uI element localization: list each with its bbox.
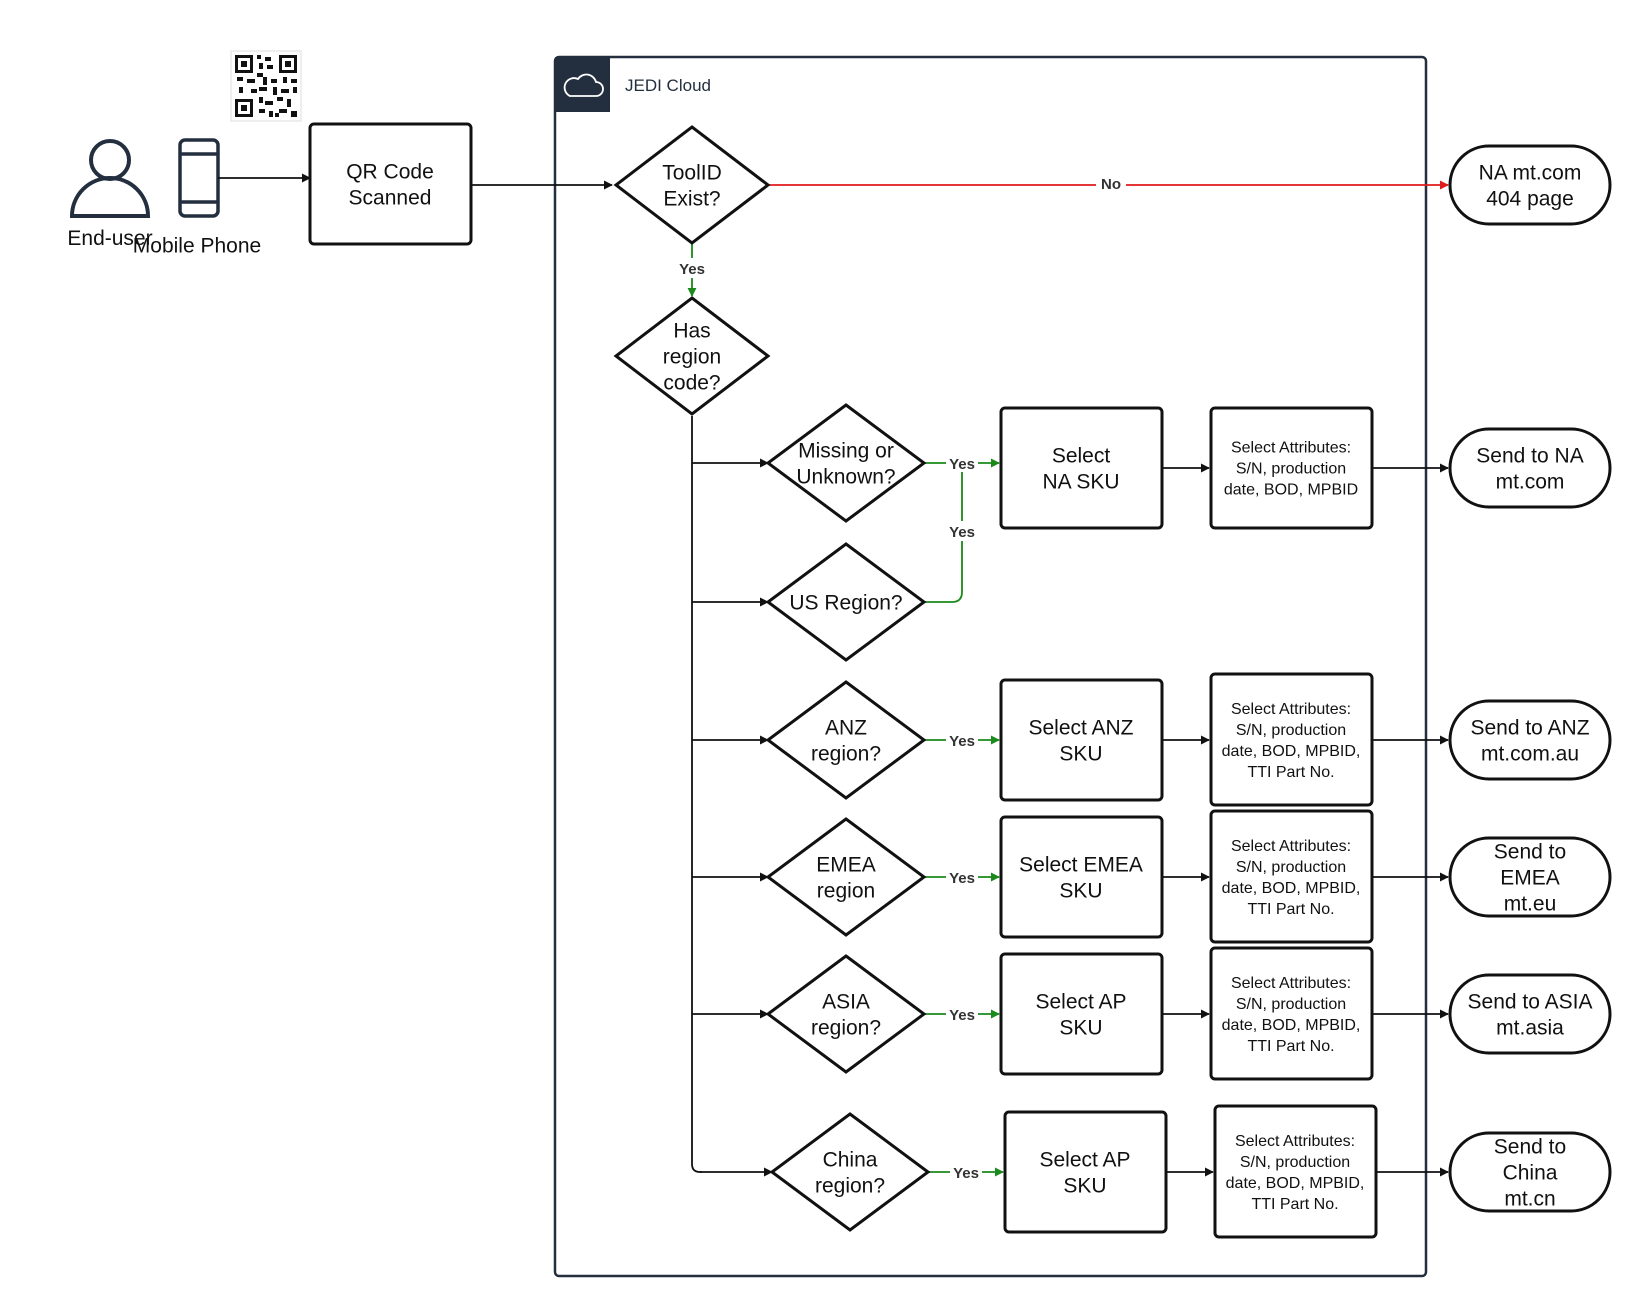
attrs-na-box	[1209, 406, 1374, 530]
edge-label-yes-toolid: Yes	[679, 261, 705, 278]
edge-label-yes-anz: Yes	[949, 733, 975, 750]
attrs-emea-box	[1209, 809, 1374, 944]
anz-region-decision	[765, 680, 927, 800]
missing-unknown-decision	[765, 403, 927, 523]
edge-labels: No Yes Yes Yes Yes Yes Yes Yes	[676, 173, 1126, 1182]
edge-label-yes-missing: Yes	[949, 456, 975, 473]
china-region-decision	[769, 1112, 931, 1232]
cloud-icon	[563, 73, 604, 97]
edge-label-yes-emea: Yes	[949, 870, 975, 887]
attrs-china-box	[1213, 1104, 1378, 1239]
mobile-phone-label: Mobile Phone	[133, 234, 261, 257]
mobile-phone-icon	[178, 138, 220, 218]
attrs-anz-box	[1209, 672, 1374, 807]
us-region-decision	[765, 542, 927, 662]
edge-label-yes-asia: Yes	[949, 1007, 975, 1024]
cloud-title: JEDI Cloud	[625, 76, 711, 95]
edge-region-trunk	[691, 416, 702, 1173]
asia-region-decision	[765, 954, 927, 1074]
edge-us-yes	[924, 463, 963, 603]
us-region-label: US Region?	[789, 591, 902, 614]
select-na-sku-box	[999, 406, 1164, 530]
jedi-cloud-border	[553, 55, 1428, 1278]
end-user-label: End-user	[67, 227, 152, 250]
emea-region-decision	[765, 817, 927, 937]
na-404-terminal	[1448, 144, 1612, 226]
has-region-decision	[613, 296, 771, 416]
qr-code-icon	[230, 50, 302, 122]
select-anz-sku-box	[999, 678, 1164, 802]
edge-label-yes-us: Yes	[949, 524, 975, 541]
edge-label-yes-china: Yes	[953, 1165, 979, 1182]
send-china-terminal	[1448, 1131, 1612, 1213]
send-emea-terminal	[1448, 836, 1612, 918]
toolid-exist-decision	[613, 125, 771, 245]
select-ap-sku-china-box	[1003, 1110, 1168, 1234]
send-anz-terminal	[1448, 699, 1612, 781]
jedi-cloud-group: JEDI Cloud	[553, 55, 1428, 1278]
select-emea-sku-box	[999, 815, 1164, 939]
send-asia-terminal	[1448, 973, 1612, 1055]
select-ap-sku-asia-box	[999, 952, 1164, 1076]
mobile-phone-actor: Mobile Phone	[133, 138, 261, 257]
edge-label-no: No	[1101, 176, 1121, 193]
user-icon	[69, 139, 151, 218]
attrs-asia-box	[1209, 946, 1374, 1081]
qr-scanned-box	[308, 122, 473, 246]
end-user-actor: End-user	[67, 139, 153, 250]
send-na-terminal	[1448, 427, 1612, 509]
